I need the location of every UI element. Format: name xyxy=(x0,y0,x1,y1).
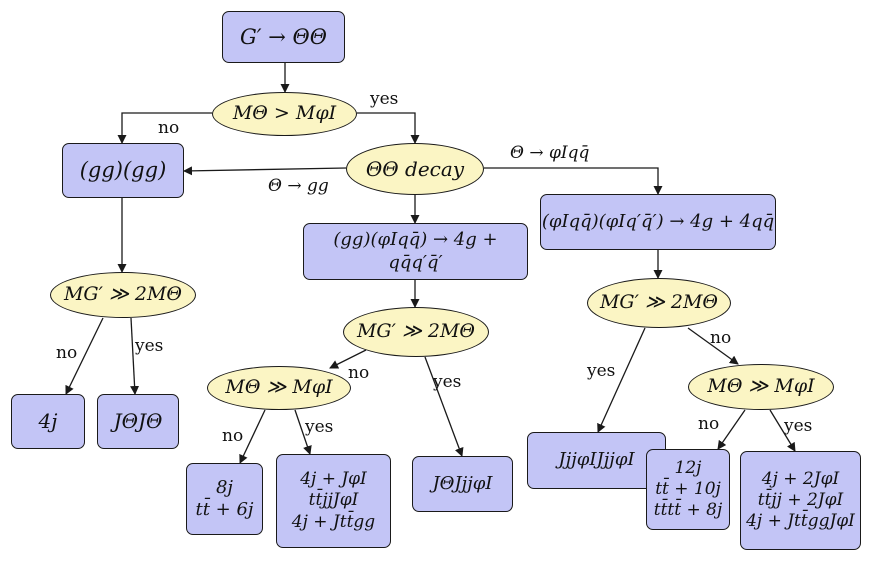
leaf-mid-no: 8j tt̄ + 6j xyxy=(186,463,263,535)
edge-rightmass-rno xyxy=(717,409,746,450)
leaf-line: JΘJΘ xyxy=(113,409,163,433)
node-right: (φIqq̄)(φIq′q̄′) → 4g + 4qq̄ xyxy=(540,194,776,250)
leaf-line: JjjφIJjjφI xyxy=(558,449,635,471)
leaf-line: 4j + 2JφI xyxy=(761,468,840,489)
edge-midboost-leaf xyxy=(424,356,464,457)
node-mixed: (gg)(φIqq̄) → 4g + qq̄q′q̄′ xyxy=(303,223,528,280)
edge-rightboost-leaf xyxy=(597,327,646,433)
edge-leftboost-4j xyxy=(65,317,104,395)
leaf-line: 8j xyxy=(215,476,234,498)
edge-midboost-midmass xyxy=(329,349,367,369)
leaf-line: JΘJjjφI xyxy=(432,472,493,494)
edge-label-yes: yes xyxy=(135,336,164,356)
edge-qmass-gggg xyxy=(117,112,212,144)
edge-label-no: no xyxy=(222,426,244,446)
edge-label-no: no xyxy=(348,363,370,383)
edge-label-theta-gg: Θ → gg xyxy=(268,176,329,196)
edge-label-theta-phi: Θ → φIqq̄ xyxy=(510,143,590,163)
edge-rightboost-rightmass xyxy=(687,327,739,365)
leaf-line: tt̄jj + 2JφI xyxy=(757,489,844,510)
leaf-4j: 4j xyxy=(11,394,85,449)
leaf-line: tt̄ + 6j xyxy=(195,499,254,520)
node-gggg: (gg)(gg) xyxy=(62,143,184,198)
edge-rightmass-ryes xyxy=(769,409,796,452)
node-right-boost: MG′ ≫ 2MΘ xyxy=(587,278,731,328)
leaf-line: 4j + Jtt̄gg xyxy=(291,511,376,532)
edge-label-yes: yes xyxy=(587,361,616,381)
edge-decay-right xyxy=(484,167,663,195)
leaf-mid-boost-yes: JΘJjjφI xyxy=(412,456,513,512)
leaf-right-no: 12j tt̄ + 10j tt̄tt̄ + 8j xyxy=(646,449,730,530)
edge-label-yes: yes xyxy=(305,417,334,437)
edge-label-no: no xyxy=(56,343,78,363)
edge-midmass-mno xyxy=(239,409,266,464)
leaf-line: 4j xyxy=(38,409,58,433)
node-root: G′ → ΘΘ xyxy=(222,11,345,63)
leaf-line: 4j + JφI xyxy=(300,469,367,490)
leaf-line: tt̄tt̄ + 8j xyxy=(653,500,723,521)
edge-label-yes: yes xyxy=(370,89,399,109)
leaf-line: 12j xyxy=(674,457,702,478)
node-q-mass: MΘ > MφI xyxy=(212,92,357,136)
leaf-JJ: JΘJΘ xyxy=(97,394,179,449)
edge-decay-gggg xyxy=(183,166,347,176)
node-mid-mass: MΘ ≫ MφI xyxy=(207,366,351,410)
node-right-mass: MΘ ≫ MφI xyxy=(688,364,834,410)
leaf-line: tt̄jjJφI xyxy=(308,490,359,511)
edge-qmass-decay xyxy=(357,112,420,144)
leaf-line: tt̄ + 10j xyxy=(655,478,721,499)
node-left-boost: MG′ ≫ 2MΘ xyxy=(50,272,196,318)
edge-label-yes: yes xyxy=(784,416,813,436)
edge-midmass-myes xyxy=(294,409,312,455)
node-decay: ΘΘ decay xyxy=(346,143,484,195)
leaf-mid-yes: 4j + JφI tt̄jjJφI 4j + Jtt̄gg xyxy=(276,454,391,548)
leaf-right-boost-yes: JjjφIJjjφI xyxy=(527,432,666,489)
node-mid-boost: MG′ ≫ 2MΘ xyxy=(343,307,489,357)
edge-label-yes: yes xyxy=(433,372,462,392)
edge-label-no: no xyxy=(158,118,180,138)
leaf-right-yes: 4j + 2JφI tt̄jj + 2JφI 4j + Jtt̄ggJφI xyxy=(740,451,861,550)
edge-label-no: no xyxy=(698,414,720,434)
edge-leftboost-JJ xyxy=(130,317,140,395)
leaf-line: 4j + Jtt̄ggJφI xyxy=(746,511,855,532)
edge-label-no: no xyxy=(710,328,732,348)
